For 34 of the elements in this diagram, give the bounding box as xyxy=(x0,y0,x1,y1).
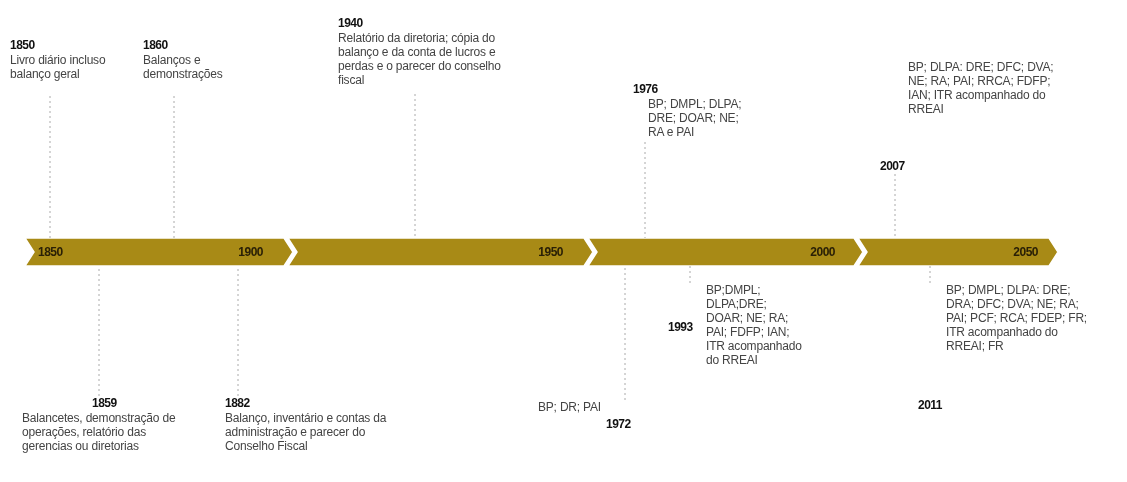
leader-line xyxy=(49,95,51,239)
year-label: 1850 xyxy=(38,245,63,259)
year-label: 2000 xyxy=(810,245,835,259)
event-description: Relatório da diretoria; cópia do balanço e da conta de lucros e perdas e o parecer do conselho fiscal xyxy=(338,31,502,87)
event-description: Balancetes, demonstração de operações, relatório das gerencias ou diretorias xyxy=(22,411,177,453)
event-description: BP; DR; PAI xyxy=(538,400,602,414)
event-description: BP; DMPL; DLPA; DRE; DOAR; NE; RA e PAI xyxy=(648,97,743,139)
leader-line xyxy=(414,93,416,239)
event-description: Balanço, inventário e contas da administração e parecer do Conselho Fiscal xyxy=(225,411,388,453)
leader-line xyxy=(173,95,175,239)
event-year: 2007 xyxy=(880,159,906,173)
event-year: 1972 xyxy=(606,417,632,431)
event-description: BP; DMPL; DLPA: DRE; DRA; DFC; DVA; NE; RA; PAI; PCF; RCA; FDEP; FR; ITR acompanhado do RREAI; FR xyxy=(946,283,1088,353)
event-year: 1882 xyxy=(225,396,251,410)
event-year: 1976 xyxy=(633,82,659,96)
leader-line xyxy=(894,173,896,239)
year-label: 1900 xyxy=(238,245,263,259)
event-year: 1860 xyxy=(143,38,169,52)
timeline-band xyxy=(588,238,863,266)
event-description: BP; DLPA: DRE; DFC; DVA; NE; RA; PAI; RRCA; FDFP; IAN; ITR acompanhado do RREAI xyxy=(908,60,1055,116)
event-year: 1859 xyxy=(92,396,118,410)
leader-line xyxy=(624,265,626,401)
event-description: BP;DMPL; DLPA;DRE; DOAR; NE; RA; PAI; FDFP; IAN; ITR acompanhado do RREAI xyxy=(706,283,803,367)
event-year: 1993 xyxy=(668,320,694,334)
event-year: 1850 xyxy=(10,38,36,52)
timeline-band xyxy=(858,238,1058,266)
event-description: Balanços e demonstrações xyxy=(143,53,224,81)
event-year: 1940 xyxy=(338,16,364,30)
timeline-band xyxy=(25,238,293,266)
timeline-band xyxy=(288,238,593,266)
event-year: 2011 xyxy=(918,398,944,412)
year-label: 2050 xyxy=(1013,245,1038,259)
event-description: Livro diário incluso balanço geral xyxy=(10,53,107,81)
year-label: 1950 xyxy=(538,245,563,259)
